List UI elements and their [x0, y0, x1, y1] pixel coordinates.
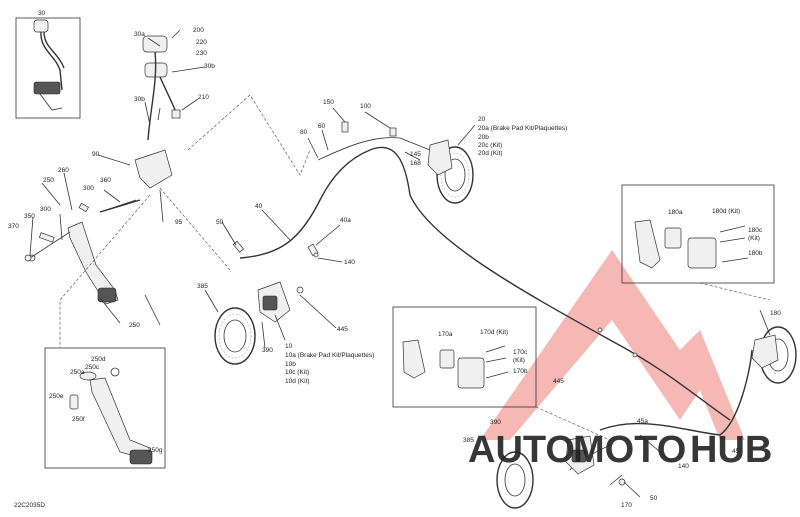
callout-445: 445: [337, 326, 348, 333]
callout-20: 20: [478, 116, 486, 123]
callout-250c: 250c: [85, 364, 100, 371]
callout-170b: 170b: [513, 368, 528, 375]
inset-box-front-caliper: [392, 306, 537, 408]
callout-370: 370: [8, 223, 19, 230]
callout-250d: 250d: [91, 356, 106, 363]
callout-80: 80: [300, 129, 308, 136]
callout-140b: 140: [678, 463, 689, 470]
watermark-text: AUTO MOTO HUB: [468, 429, 772, 471]
label-leaders: [29, 29, 771, 498]
callout-180: 180: [770, 310, 781, 317]
callout-30a: 30a: [134, 31, 145, 38]
front-right-caliper: [427, 139, 453, 176]
diagram-code: 22C2035D: [14, 502, 45, 509]
master-cylinder-inset-drawing: [33, 19, 65, 111]
callout-30b-top: 30b: [204, 63, 215, 70]
dashed-leaders: [59, 94, 771, 441]
callout-250: 250: [43, 177, 54, 184]
front-left-brake-disc: [214, 307, 256, 365]
callout-170a: 170a: [438, 331, 453, 338]
callout-230: 230: [196, 50, 207, 57]
callout-30b: 30b: [134, 96, 145, 103]
callout-250e: 250e: [49, 393, 64, 400]
watermark-auto: AUTO: [468, 429, 575, 471]
callout-45: 45: [732, 448, 740, 455]
callout-385b: 385: [463, 437, 474, 444]
callout-10d: 10d (Kit): [285, 378, 310, 385]
master-cylinder-assembly: [134, 35, 181, 189]
watermark-hub: HUB: [690, 429, 772, 471]
callout-140: 140: [344, 259, 355, 266]
callout-170: 170: [621, 502, 632, 509]
callout-170d: 170d (Kit): [480, 329, 508, 336]
callout-90: 90: [92, 151, 100, 158]
callout-220: 220: [196, 39, 207, 46]
callout-260: 260: [58, 167, 69, 174]
callout-100: 100: [360, 103, 371, 110]
rear-left-brake-disc: [496, 451, 534, 509]
callout-350: 350: [24, 213, 35, 220]
callout-180c-kit: (Kit): [748, 235, 760, 242]
front-right-brake-disc: [436, 146, 474, 204]
callout-250b: 250: [129, 322, 140, 329]
callout-180c: 180c: [748, 227, 763, 234]
brake-lines: [239, 137, 753, 471]
callout-20a: 20a (Brake Pad Kit/Plaquettes): [478, 125, 567, 132]
callout-50: 50: [216, 219, 224, 226]
callout-10b: 10b: [285, 361, 296, 368]
inset-box-master-cylinder: [15, 17, 81, 119]
callout-385: 385: [197, 283, 208, 290]
callout-150: 150: [323, 99, 334, 106]
callout-20b: 20b: [478, 134, 489, 141]
callout-labels: 30 30a 200 220 230 30b 30b 210 90 260 25…: [8, 10, 781, 509]
callout-360: 360: [100, 177, 111, 184]
callout-210: 210: [198, 94, 209, 101]
callout-170c-kit: (Kit): [513, 357, 525, 364]
callout-180b: 180b: [748, 250, 763, 257]
callout-250g: 250g: [148, 447, 163, 454]
front-left-caliper: [257, 281, 291, 323]
callout-390b: 390: [490, 419, 501, 426]
callout-300b: 300: [40, 206, 51, 213]
inset-box-pedal: [44, 347, 166, 469]
callout-10c: 10c (Kit): [285, 369, 309, 376]
callout-250f: 250f: [72, 416, 85, 423]
rear-right-caliper: [751, 334, 779, 369]
inset-box-rear-caliper: [621, 184, 775, 284]
callout-200: 200: [193, 27, 204, 34]
rear-left-caliper: [565, 435, 595, 475]
callout-45a: 45a: [637, 418, 648, 425]
callout-40a: 40a: [340, 217, 351, 224]
watermark-logo-icon: [480, 250, 745, 440]
callout-20c: 20c (Kit): [478, 142, 502, 149]
callout-10a: 10a (Brake Pad Kit/Plaquettes): [285, 352, 374, 359]
callout-60: 60: [318, 123, 326, 130]
rear-caliper-inset-drawing: [634, 219, 749, 269]
callout-95: 95: [175, 219, 183, 226]
callout-20d: 20d (Kit): [478, 150, 503, 157]
callout-40: 40: [255, 203, 263, 210]
watermark-moto: MOTO: [573, 429, 686, 471]
front-caliper-inset-drawing: [402, 339, 509, 389]
callout-250a: 250a: [70, 369, 85, 376]
callout-50b: 50: [650, 495, 658, 502]
callout-145: 145: [410, 151, 421, 158]
callout-390: 390: [262, 347, 273, 354]
callout-180d: 180d (Kit): [712, 208, 740, 215]
callout-10: 10: [285, 343, 293, 350]
brake-pedal-assembly: [28, 199, 141, 305]
callout-445b: 445: [553, 378, 564, 385]
callout-300: 300: [83, 185, 94, 192]
pedal-inset-drawing: [69, 367, 153, 465]
callout-30: 30: [38, 10, 46, 17]
callout-180a: 180a: [668, 209, 683, 216]
callout-170c: 170c: [513, 349, 528, 356]
callout-168: 168: [410, 160, 421, 167]
